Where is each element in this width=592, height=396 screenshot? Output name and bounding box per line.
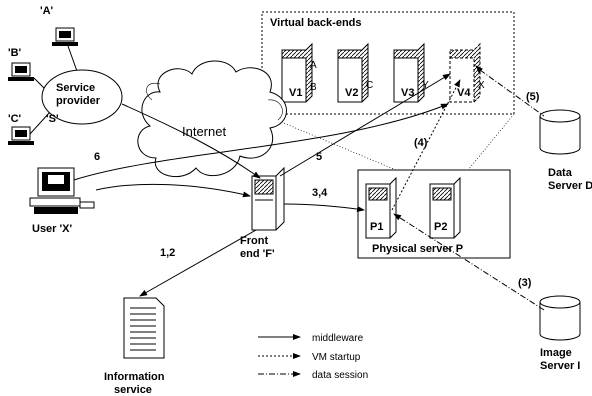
legend-middleware: middleware <box>312 333 364 344</box>
step-label-p4: (4) <box>414 137 428 149</box>
physical-server-title: Physical server P <box>372 243 463 255</box>
arrow-frontend-to-v4-step5 <box>279 73 451 177</box>
image-server-icon <box>539 295 581 341</box>
step-label-34: 3,4 <box>312 187 328 199</box>
front-end-line1: Front <box>240 235 268 247</box>
server-p1-icon <box>365 176 397 239</box>
legend-vm-startup: VM startup <box>312 352 361 363</box>
user-x-label: User 'X' <box>32 223 72 235</box>
arrow-p1-to-v4-vm-startup <box>391 79 461 211</box>
info-service-line1: Information <box>104 371 165 383</box>
client-b-label: 'B' <box>8 47 22 59</box>
step-label-5: 5 <box>316 151 322 163</box>
service-provider-line1: Service <box>56 82 95 94</box>
information-service-document-icon <box>123 297 165 359</box>
legend-data-session: data session <box>312 370 368 381</box>
service-provider-line3: 'S' <box>46 113 59 125</box>
arrow-frontend-to-p1-step34 <box>283 203 365 212</box>
svg-text:V4: V4 <box>457 87 471 99</box>
svg-text:B: B <box>310 82 317 93</box>
svg-text:C: C <box>366 80 373 91</box>
svg-text:Y: Y <box>422 80 429 91</box>
service-provider-node <box>41 69 123 125</box>
svg-text:V2: V2 <box>345 87 358 99</box>
physical-server-box <box>357 169 511 259</box>
data-server-icon <box>539 109 581 155</box>
client-c-label: 'C' <box>8 113 22 125</box>
step-label-12: 1,2 <box>160 247 175 259</box>
arrow-image-server-to-p1 <box>393 213 545 311</box>
arrow-v4-data-server <box>479 69 545 117</box>
image-server-line2: Server I <box>540 360 580 372</box>
user-x-computer-icon <box>29 167 95 214</box>
arrow-user-to-v4-step6 <box>73 103 449 181</box>
step-label-6: 6 <box>94 151 100 163</box>
service-provider-line2: provider <box>56 95 101 107</box>
client-c-computer-icon <box>8 126 34 145</box>
arrow-frontend-to-info-step12 <box>139 229 257 297</box>
client-a-computer-icon <box>52 27 78 46</box>
svg-text:X: X <box>478 80 485 91</box>
svg-text:V1: V1 <box>289 87 302 99</box>
server-p2-label: P2 <box>434 221 447 233</box>
image-server-line1: Image <box>540 347 572 359</box>
arrow-sp-to-frontend <box>121 103 261 179</box>
step-label-p3: (3) <box>518 277 532 289</box>
backend-v2: V2 C <box>337 42 373 103</box>
data-server-line1: Data <box>548 167 573 179</box>
internet-label: Internet <box>182 124 226 139</box>
arrow-data-session-to-v4 <box>475 65 484 74</box>
backend-v3: V3 Y <box>393 42 429 103</box>
info-service-line2: service <box>114 384 152 396</box>
virtual-backends-title: Virtual back-ends <box>270 17 362 29</box>
client-a-label: 'A' <box>40 5 54 17</box>
arrow-user-to-frontend <box>95 183 251 198</box>
virtual-backends-box <box>261 11 515 115</box>
front-end-server-icon <box>251 166 285 231</box>
server-p2-icon <box>429 176 461 239</box>
legend: middleware VM startup data session <box>258 333 368 381</box>
front-end-line2: end 'F' <box>240 248 275 260</box>
svg-text:A: A <box>310 60 317 71</box>
backend-v1: V1 A B <box>281 42 317 103</box>
svg-text:V3: V3 <box>401 87 414 99</box>
data-server-line2: Server D <box>548 180 592 192</box>
backend-v4: V4 X <box>449 42 485 103</box>
server-p1-label: P1 <box>370 221 383 233</box>
step-label-p5: (5) <box>526 91 540 103</box>
client-b-computer-icon <box>8 62 34 81</box>
internet-cloud <box>137 60 287 178</box>
